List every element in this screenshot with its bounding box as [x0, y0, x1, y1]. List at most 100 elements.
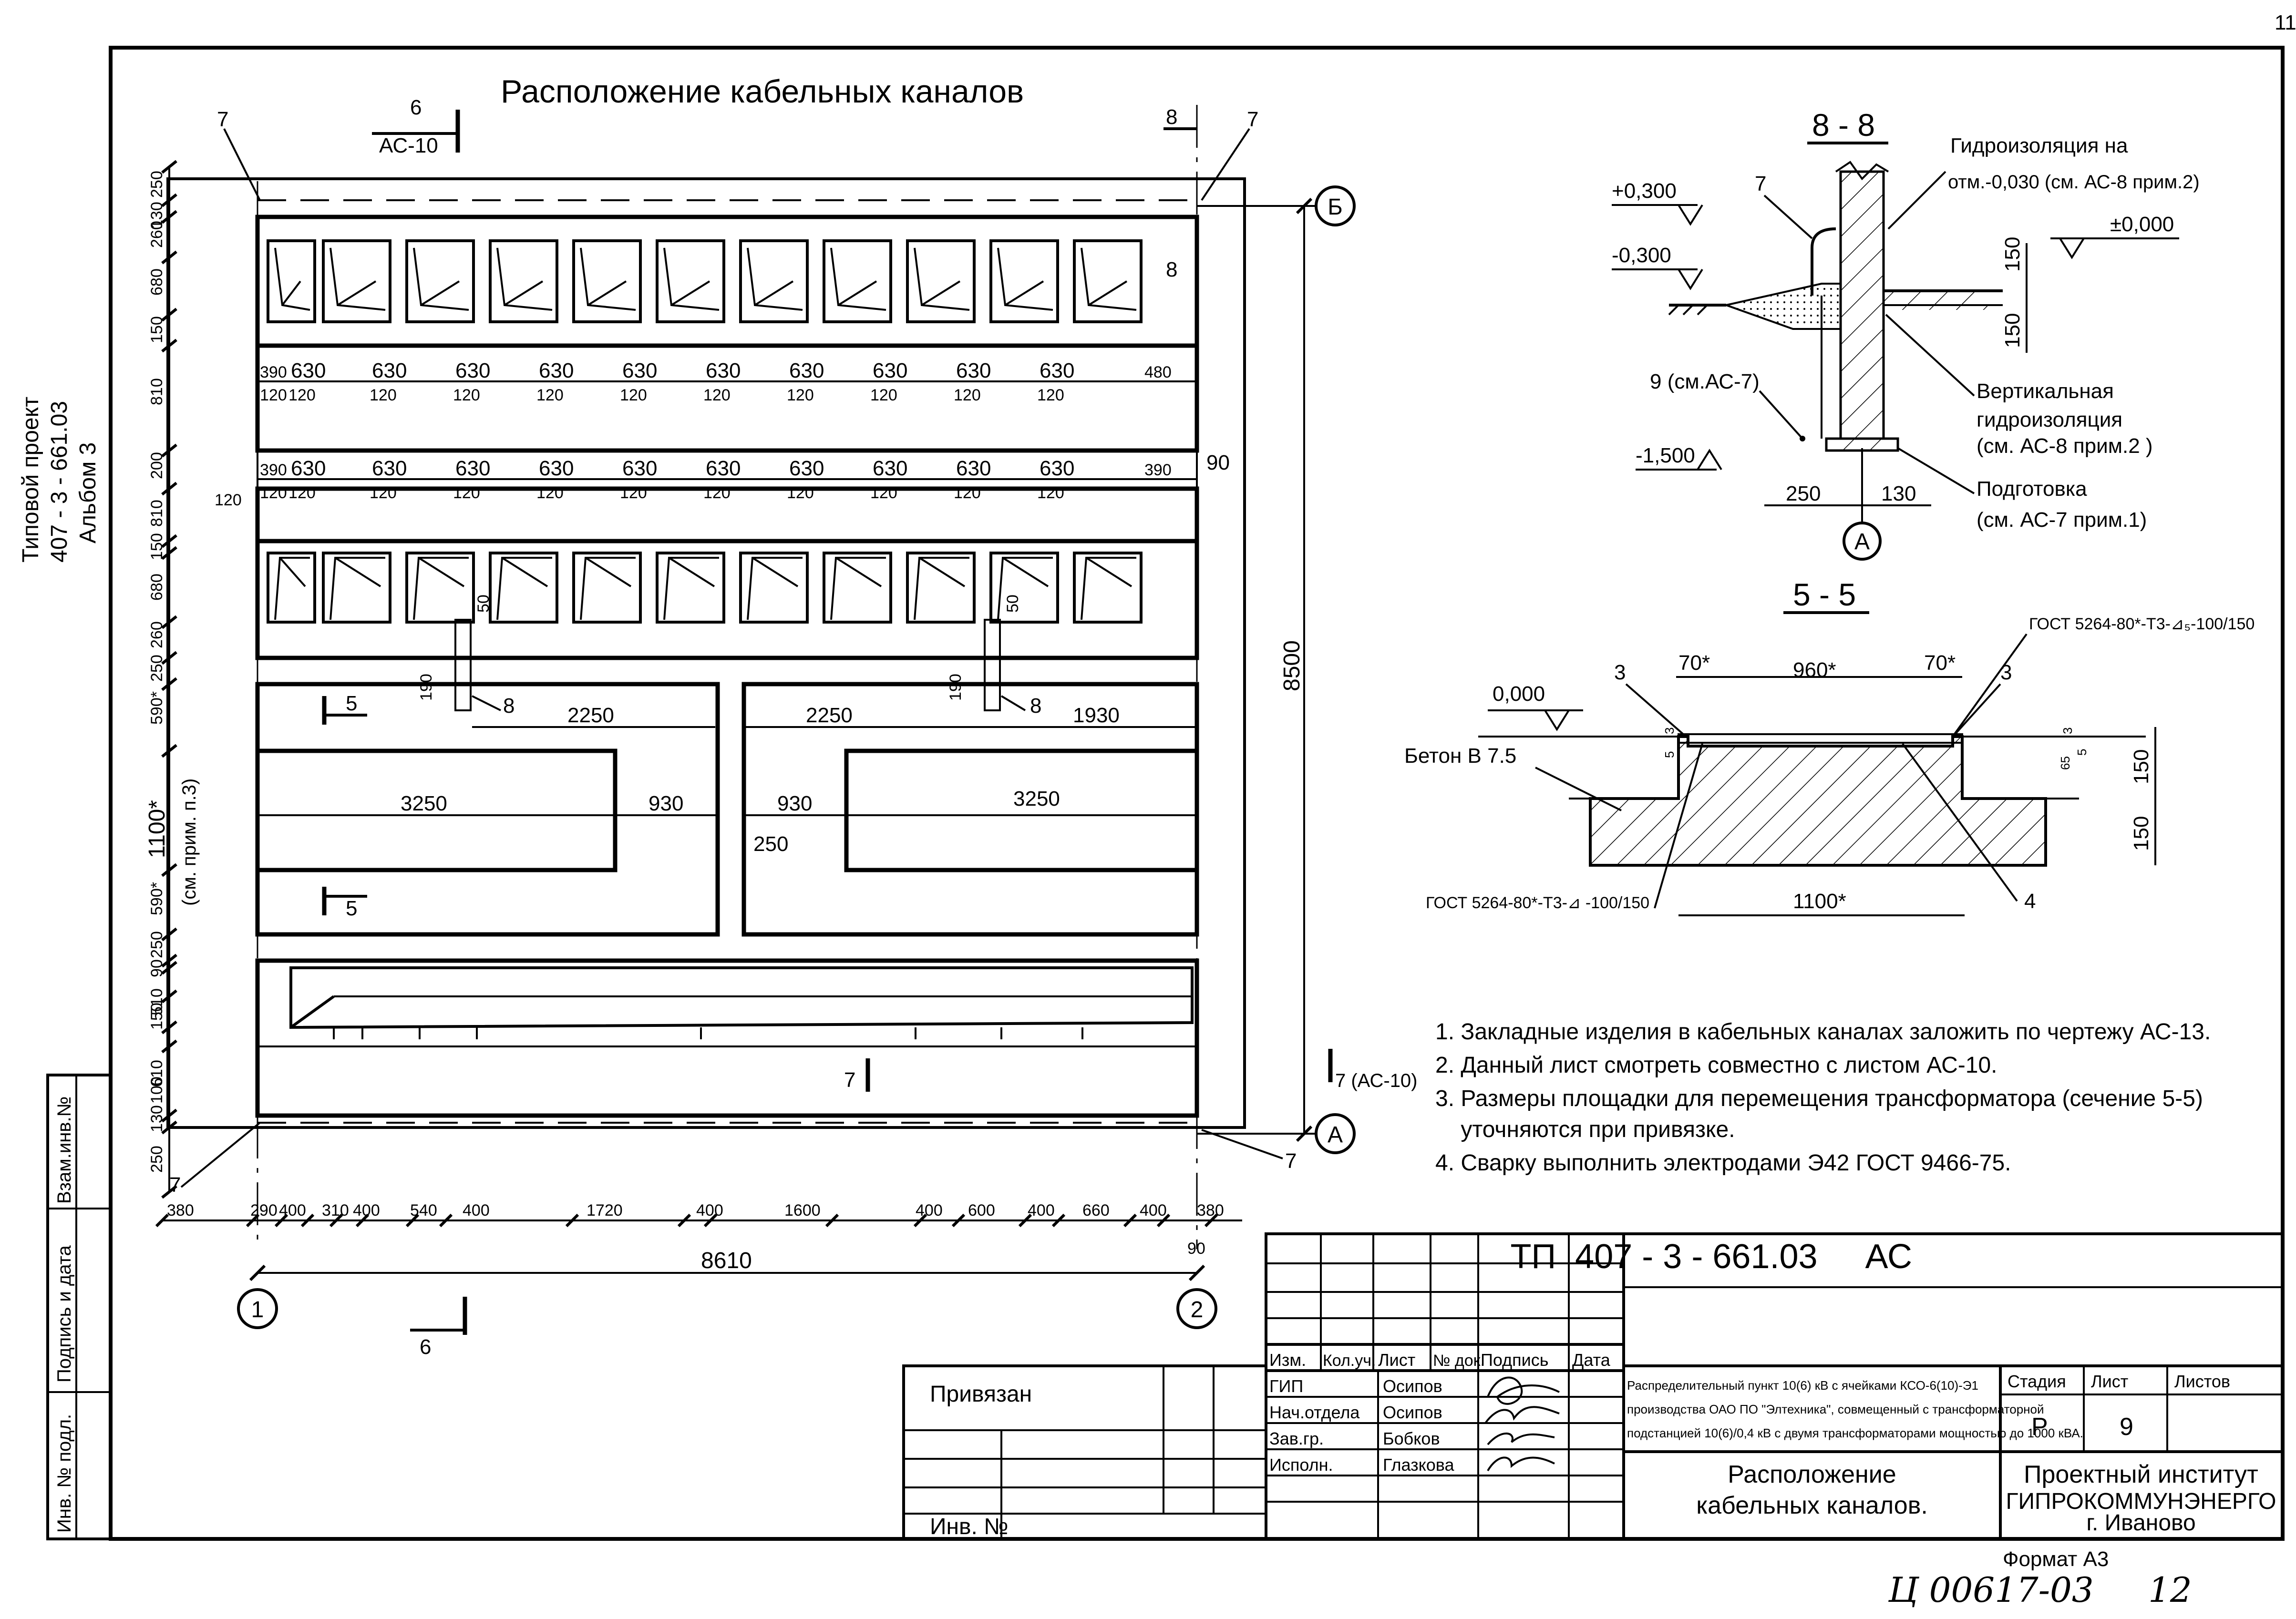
lvl-plus-300: +0,300 [1612, 179, 1677, 203]
section-mark-7-inner: 7 [844, 1068, 855, 1092]
row-subdim: 120 [787, 386, 814, 404]
dim-1100: 1100* [1793, 890, 1846, 913]
row-subdim: 120 [453, 386, 480, 404]
row-subdim: 120 [288, 484, 316, 502]
row-dim: 630 [1040, 359, 1074, 382]
cable-cell [656, 552, 725, 624]
section-5-5: 5 - 5 0,000 Бетон В 7.5 70* 960* 70* 3 3… [1404, 577, 2255, 916]
cable-cell [906, 552, 976, 624]
privyazan-label: Привязан [930, 1382, 1032, 1407]
lvl-minus-300: -0,300 [1612, 244, 1671, 267]
row-subdim: 120 [620, 386, 647, 404]
tb-sheets-header: Листов [2174, 1372, 2230, 1391]
row-dim: 630 [789, 359, 824, 382]
cable-cell [989, 239, 1059, 323]
row-subdim: 120 [620, 484, 647, 502]
bottom-dim: 400 [1140, 1201, 1167, 1219]
cable-cell [322, 552, 391, 624]
cable-cell [1073, 552, 1143, 624]
axis-bubble-a-88 [1843, 522, 1882, 561]
row-dim: 390 [260, 461, 287, 479]
cable-cell [906, 239, 976, 323]
row-subdim: 120 [954, 484, 981, 502]
left-note-prim3: (см. прим. п.3) [179, 779, 200, 906]
label-vert-2: гидроизоляция [1977, 408, 2122, 431]
row-dim: 630 [372, 359, 407, 382]
row-dim: 630 [956, 359, 991, 382]
section-8-8: 8 - 8 +0,300 -0,300 ±0,000 -1,500 [1612, 107, 2200, 561]
bottom-dim: 600 [968, 1201, 995, 1219]
bottom-dim: 400 [463, 1201, 490, 1219]
handwritten-archive-number: Ц 00617-03 12 [1888, 1570, 2192, 1610]
cable-cell [405, 552, 475, 624]
tb-role-nach: Нач.отдела [1269, 1403, 1360, 1422]
strip-inv-orig: Инв. № подл. [54, 1414, 75, 1533]
tb-role-zav: Зав.гр. [1269, 1429, 1324, 1448]
dim-55-150a: 150 [2130, 749, 2153, 784]
tb-hdr-data: Дата [1572, 1350, 1611, 1370]
cable-cells-row-1 [267, 239, 1143, 323]
cable-cell [572, 552, 642, 624]
bottom-dim: 400 [696, 1201, 723, 1219]
dim-1930: 1930 [1073, 704, 1120, 727]
left-dim: 510 [148, 988, 166, 1015]
dim-930-left: 930 [649, 792, 683, 815]
row-subdim: 120 [260, 386, 287, 404]
label-gost-bottom: ГОСТ 5264-80*-Т3-⊿ -100/150 [1426, 894, 1649, 912]
bottom-dim: 1720 [587, 1201, 623, 1219]
dim-250: 250 [753, 832, 788, 856]
side-label-1: Типовой проект [18, 397, 43, 563]
left-dim: 90 [148, 959, 166, 977]
lvl-zero-55: 0,000 [1493, 682, 1545, 706]
row-subdim: 120 [370, 386, 397, 404]
row-subdim: 120 [260, 484, 287, 502]
axis-label-2: 2 [1191, 1297, 1204, 1322]
callout-8-right: 8 [1030, 694, 1041, 717]
left-dim: 810 [148, 500, 166, 527]
tb-desc-2: производства ОАО ПО "Элтехника", совмеще… [1627, 1402, 2044, 1416]
callout-190-right: 190 [947, 674, 965, 701]
row-dim: 630 [539, 457, 574, 480]
lvl-minus-1500: -1,500 [1636, 444, 1695, 467]
cable-cell [739, 239, 809, 323]
dim-3250-left: 3250 [401, 792, 447, 815]
tb-hdr-podpis: Подпись [1481, 1350, 1548, 1370]
left-dim: 590* [148, 882, 166, 915]
row-subdim: 120 [536, 484, 564, 502]
dim-2250-right: 2250 [806, 704, 853, 727]
side-project-label: Типовой проект 407 - 3 - 661.03 Альбом 3 [18, 397, 101, 563]
plan-view: 50 50 190 190 8 8 2250 2250 1930 3250 93… [166, 96, 1418, 1359]
lvl-zero-88: ±0,000 [2110, 213, 2174, 236]
row-dim: 630 [873, 457, 907, 480]
left-dim: 250 [148, 931, 166, 958]
side-label-2: 407 - 3 - 661.03 [47, 401, 72, 563]
tb-stage-header: Стадия [2008, 1372, 2066, 1391]
tb-role-isp: Исполн. [1269, 1455, 1333, 1475]
left-dim: 150 [148, 1003, 166, 1030]
bottom-dim: 400 [1028, 1201, 1055, 1219]
bottom-dim: 660 [1082, 1201, 1110, 1219]
section-mark-6-bottom: 6 [420, 1335, 431, 1359]
dim-55-s5b: 5 [2075, 749, 2089, 756]
left-dim: 150 [148, 316, 166, 343]
left-dim: 250 [148, 171, 166, 198]
row-dim: 630 [291, 457, 326, 480]
tb-org-3: г. Иваново [2086, 1510, 2195, 1536]
axis-bubble-a [1315, 1113, 1356, 1154]
dim-88-150b: 150 [2001, 313, 2024, 348]
page-number: 11 [2275, 11, 2296, 34]
row-dim: 390 [260, 363, 287, 381]
left-dim: 150 [148, 533, 166, 560]
tb-hdr-izm: Изм. [1269, 1350, 1306, 1370]
inv-number-label: Инв. № [930, 1514, 1009, 1539]
row-dim: 390 [1144, 461, 1172, 479]
bottom-dim: 380 [167, 1201, 194, 1219]
left-binding-strip: Взам.инв.№ Подпись и дата Инв. № подл. [46, 1074, 112, 1540]
row-subdim: 120 [1037, 386, 1064, 404]
left-dim: 260 [148, 621, 166, 648]
row-dim: 630 [956, 457, 991, 480]
section-mark-5-bottom: 5 [346, 897, 357, 920]
section-mark-6-ref: АС-10 [379, 134, 438, 157]
tb-org-2: ГИПРОКОММУНЭНЕРГО [2006, 1489, 2276, 1514]
